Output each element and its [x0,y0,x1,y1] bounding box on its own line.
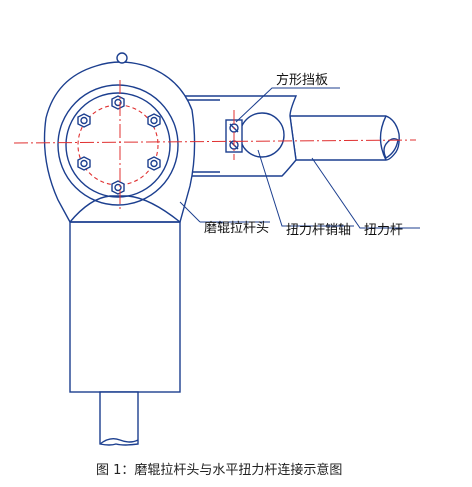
label-torque-rod: 扭力杆 [364,223,403,238]
centerlines [13,80,417,212]
label-torque-rod-pin: 扭力杆销轴 [286,223,351,238]
bolt [111,180,125,195]
bolt [77,113,91,128]
bolt [147,113,161,128]
bolt [147,156,161,171]
figure-caption: 图 1：磨辊拉杆头与水平扭力杆连接示意图 [96,462,342,478]
bolt-ring [77,95,161,195]
bolt [77,156,91,171]
leader-lines [179,87,420,229]
pull-rod-body [69,219,181,446]
bolt [111,95,125,110]
label-square-stop-plate: 方形挡板 [276,72,328,88]
torque-rod [289,115,400,161]
label-pull-rod-head: 磨辊拉杆头 [204,221,269,236]
